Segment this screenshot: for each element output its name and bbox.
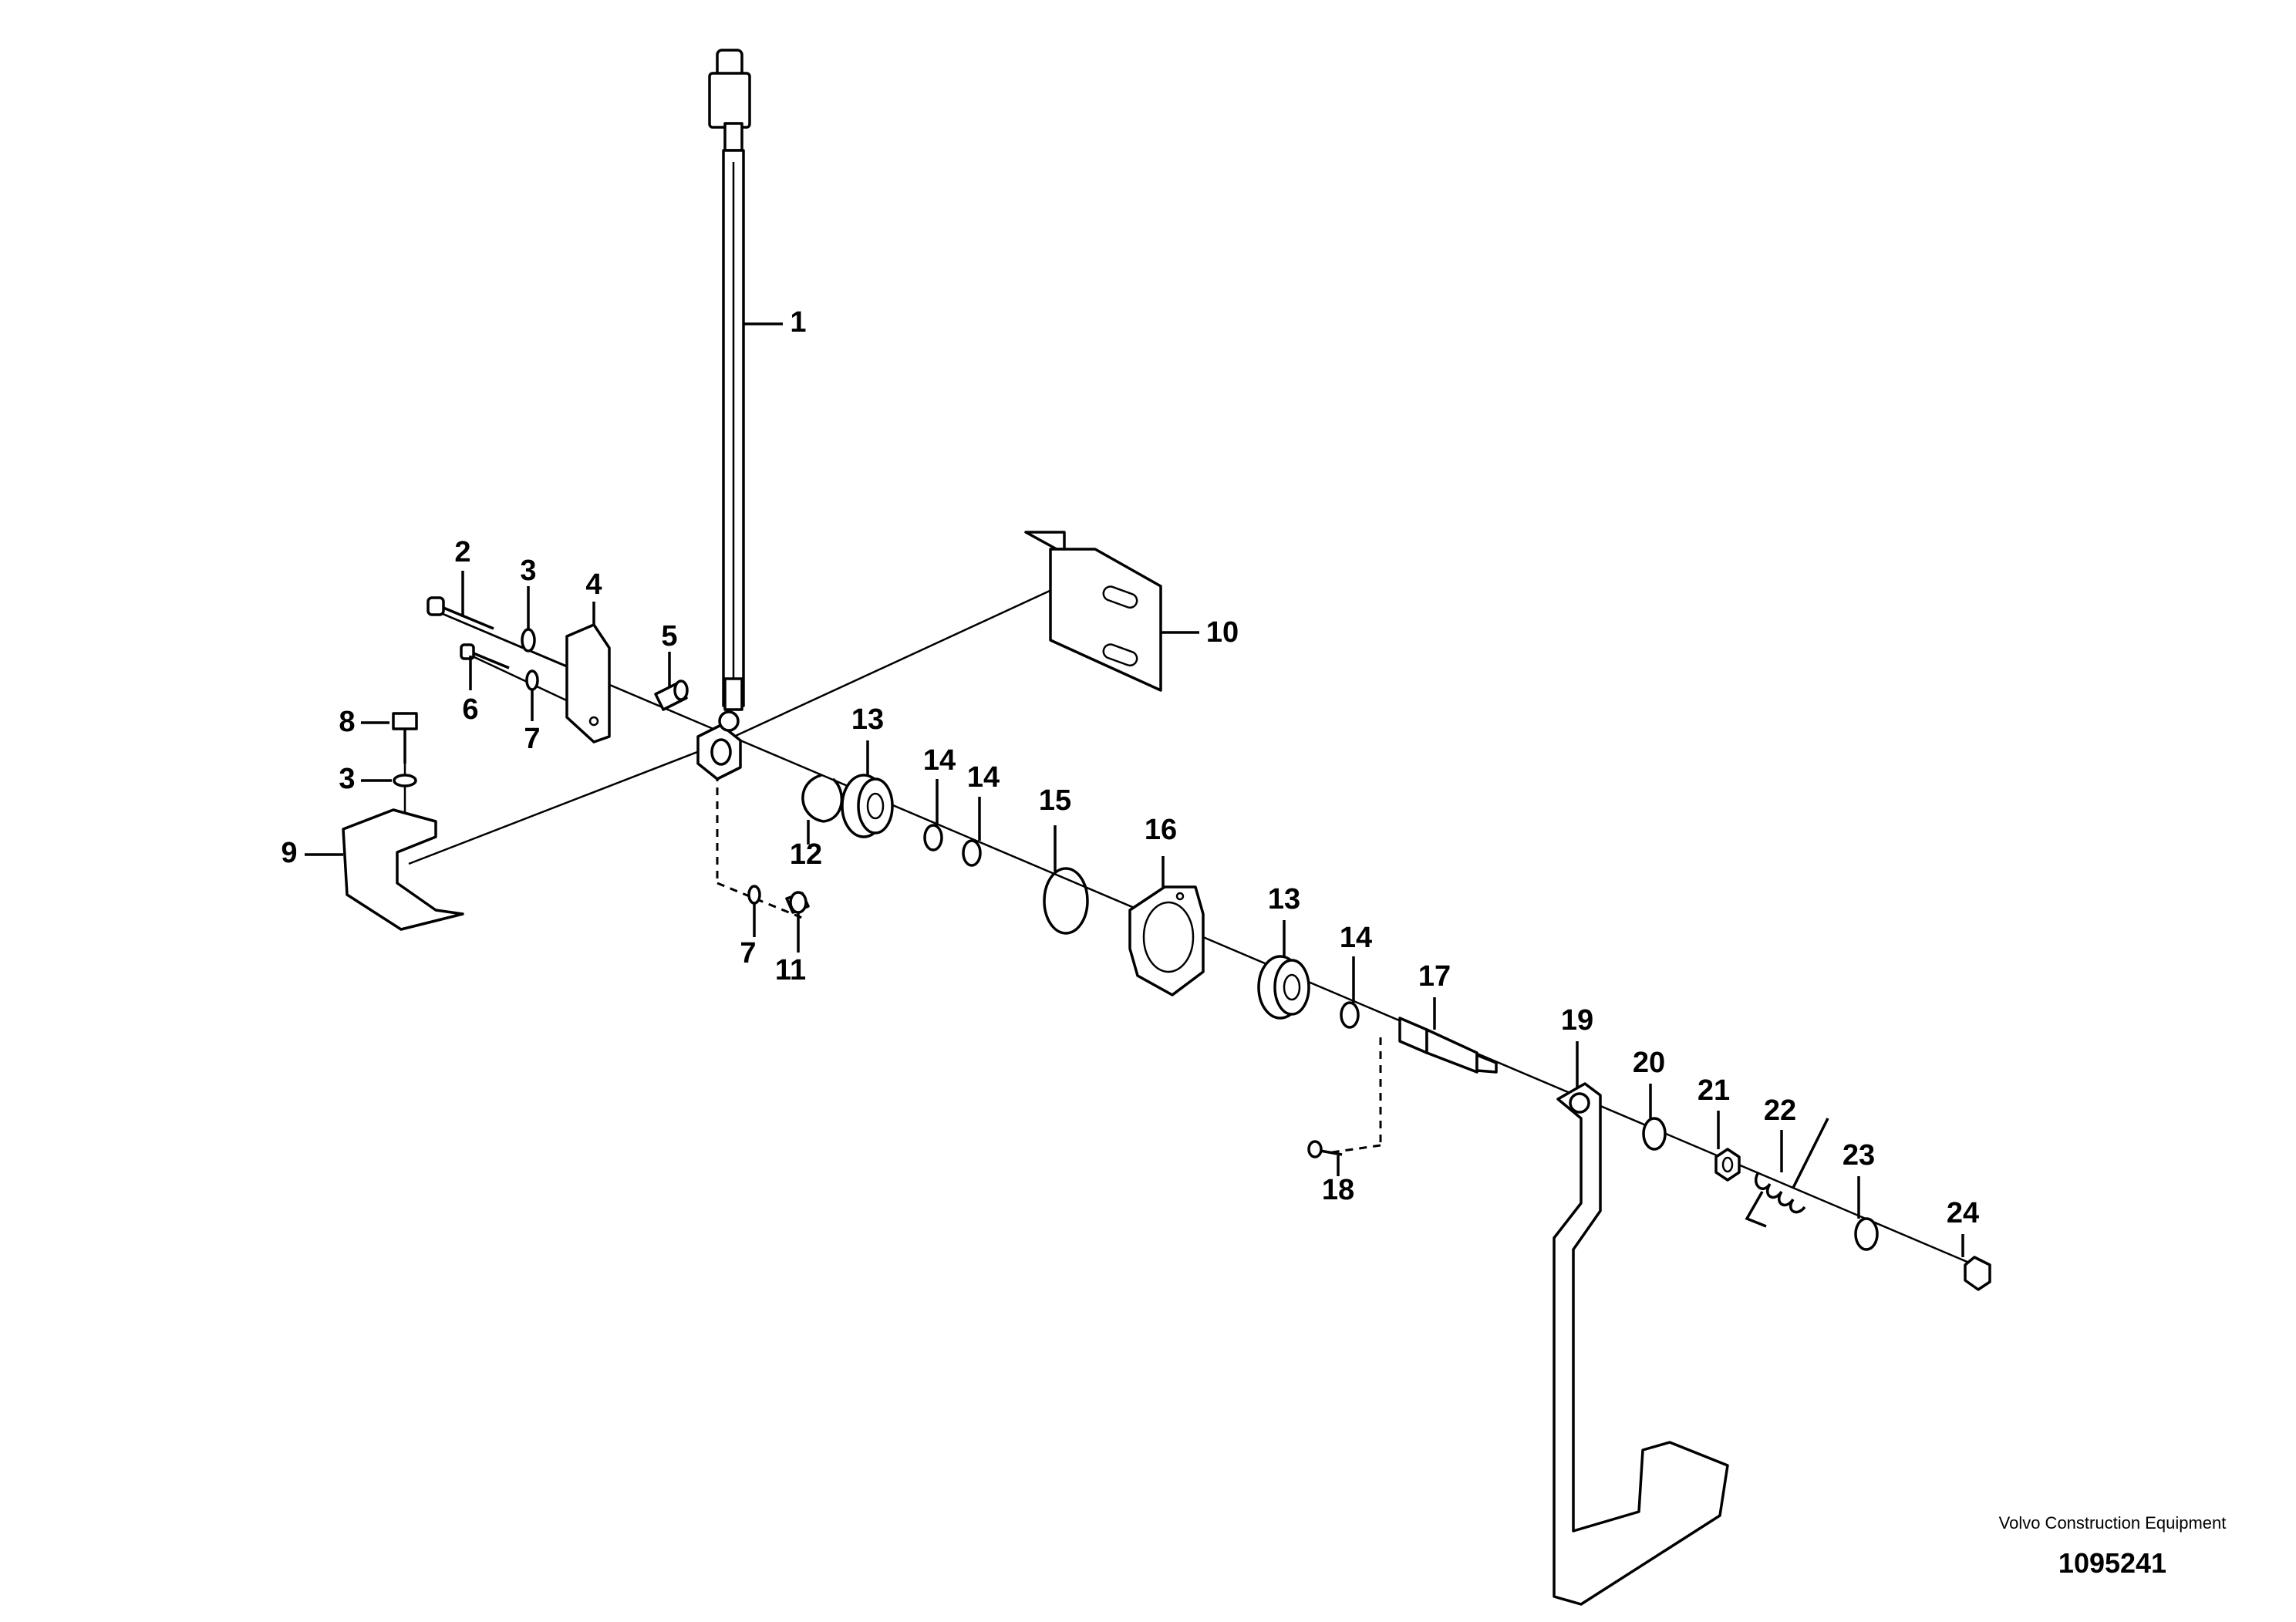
callout-22: 22 — [1764, 1094, 1796, 1127]
bolt-part-8 — [392, 712, 418, 764]
bracket-part-9 — [342, 808, 464, 931]
o-ring-part-14b — [962, 839, 982, 867]
axis-to-bracket-9 — [408, 743, 718, 865]
washer-part-23 — [1854, 1217, 1879, 1251]
sensor-body — [696, 710, 742, 781]
washer-part-3b — [393, 774, 417, 787]
circlip-part-15 — [1043, 867, 1089, 935]
nut-part-21 — [1714, 1148, 1741, 1182]
callout-14a: 14 — [923, 744, 956, 777]
company-name: Volvo Construction Equipment — [1998, 1513, 2227, 1533]
bolt-part-6 — [460, 643, 510, 669]
callout-14c: 14 — [1340, 922, 1372, 954]
pedal-part-19 — [1553, 1082, 1729, 1606]
callout-10: 10 — [1206, 616, 1239, 649]
snap-ring-part-12 — [801, 774, 844, 823]
torsion-spring-part-22 — [1745, 1118, 1829, 1228]
bearing-part-13 — [841, 774, 894, 838]
bearing-part-13b — [1257, 955, 1310, 1020]
washer-part-7b — [747, 885, 761, 905]
callout-19: 19 — [1561, 1004, 1593, 1037]
shaft-part-17 — [1398, 1017, 1498, 1074]
callout-17: 17 — [1418, 960, 1451, 993]
callout-15: 15 — [1039, 784, 1071, 817]
callout-21: 21 — [1698, 1074, 1730, 1107]
washer-part-20 — [1642, 1117, 1667, 1151]
callout-5: 5 — [661, 620, 677, 653]
callout-24: 24 — [1947, 1197, 1979, 1229]
o-ring-part-14c — [1340, 1001, 1360, 1029]
callout-1: 1 — [790, 306, 806, 339]
callout-13: 13 — [851, 703, 884, 736]
figure-credit: Volvo Construction Equipment 1095241 — [1997, 1513, 2228, 1580]
washer-part-7 — [525, 669, 539, 691]
axis-to-bracket-10 — [716, 581, 1069, 746]
callout-20: 20 — [1633, 1047, 1665, 1079]
callout-7: 7 — [524, 723, 540, 755]
washer-part-3 — [521, 628, 536, 653]
callout-4: 4 — [585, 568, 602, 601]
nut-part-11 — [785, 891, 810, 914]
callout-9: 9 — [281, 837, 297, 869]
sensor-cable-part-1 — [708, 49, 751, 711]
screw-part-18 — [1307, 1140, 1343, 1158]
callout-23: 23 — [1843, 1139, 1875, 1172]
axis-bolt-2 — [431, 608, 579, 673]
bushing-part-5 — [654, 679, 689, 711]
cap-screw-part-24 — [1964, 1256, 1991, 1291]
callout-3b: 3 — [339, 763, 355, 795]
callout-14b: 14 — [967, 761, 1000, 794]
callout-2: 2 — [454, 536, 470, 568]
bearing-housing-part-16 — [1128, 885, 1205, 996]
callout-18: 18 — [1322, 1174, 1354, 1206]
o-ring-part-14a — [923, 824, 943, 851]
callout-12: 12 — [790, 838, 822, 871]
callout-11: 11 — [775, 954, 806, 986]
callout-7b: 7 — [740, 937, 756, 969]
figure-number: 1095241 — [2058, 1547, 2167, 1579]
callout-6: 6 — [462, 693, 478, 726]
callout-16: 16 — [1145, 814, 1177, 846]
callout-8: 8 — [339, 706, 355, 738]
mounting-plate-part-10 — [1024, 531, 1162, 692]
callout-13b: 13 — [1268, 883, 1300, 916]
callout-3: 3 — [520, 555, 536, 587]
bolt-part-2 — [426, 596, 494, 630]
hidden-line-18b — [1326, 1144, 1381, 1155]
bracket-plate-part-4 — [565, 623, 611, 744]
